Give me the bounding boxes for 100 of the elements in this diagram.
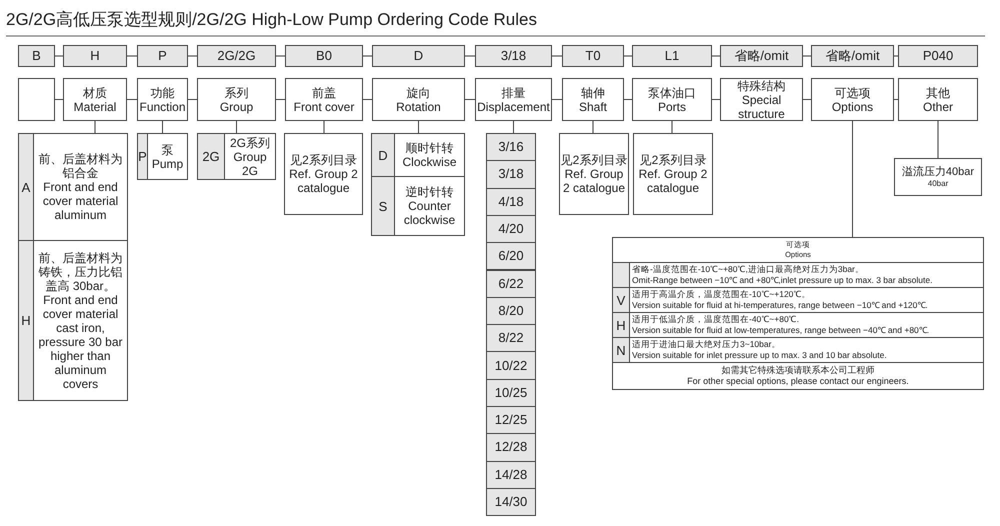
code-text: L1 xyxy=(664,49,680,63)
code-box xyxy=(562,45,624,67)
code-cell xyxy=(486,460,536,489)
label-text: Group xyxy=(220,100,254,114)
description-text: Omit-Range between −10℃ and +80℃,inlet pressure up to max. 3 bar absolute. xyxy=(632,275,932,286)
connector-line xyxy=(513,120,514,134)
code-text: 10/25 xyxy=(494,386,528,400)
description-text: 顺时针转 xyxy=(406,141,454,155)
code-cell xyxy=(486,242,536,270)
code-cell xyxy=(486,214,536,244)
code-cell xyxy=(486,133,536,162)
label-text: Shaft xyxy=(578,100,608,114)
category-box xyxy=(475,78,552,121)
connector-line xyxy=(624,99,632,100)
code-text: H xyxy=(90,49,100,63)
connector-line xyxy=(162,120,163,134)
code-text: P040 xyxy=(922,49,954,63)
option-row xyxy=(613,262,983,287)
label-text: Ports xyxy=(658,100,686,114)
label-text: Ref. Group 2 catalogue xyxy=(288,167,359,195)
code-letter: D xyxy=(372,134,395,176)
label-text: Ref. Group 2 catalogue xyxy=(562,167,626,195)
label-text: 旋向 xyxy=(406,86,430,100)
code-text: 6/22 xyxy=(498,276,524,291)
blank-box xyxy=(18,78,55,121)
option-box xyxy=(284,133,363,215)
description-text: Front and end cover material aluminum xyxy=(42,180,120,222)
title-text: 2G/2G高低压泵选型规则/2G/2G High-Low Pump Ordering Code Rules xyxy=(6,9,537,31)
description-text: 逆时针转 xyxy=(406,185,454,199)
code-text: D xyxy=(414,49,424,63)
category-box xyxy=(632,78,712,121)
code-box xyxy=(475,45,552,67)
description-text: Version suitable for fluid at hi-temperatures, range between −10℃ and +120℃. xyxy=(632,300,928,311)
option-row xyxy=(613,337,983,362)
category-box xyxy=(562,78,624,121)
description-text: Group 2G xyxy=(232,150,268,178)
connector-line xyxy=(188,99,198,100)
code-letter: V xyxy=(613,288,630,312)
label-text: Material xyxy=(74,100,116,114)
code-text: T0 xyxy=(585,49,601,63)
description-text: Pump xyxy=(152,156,184,170)
code-text: 14/28 xyxy=(494,468,528,482)
code-box xyxy=(811,45,894,67)
category-box xyxy=(63,78,127,121)
code-letter: H xyxy=(19,241,34,400)
code-box xyxy=(137,45,188,67)
code-cell xyxy=(486,160,536,189)
code-box xyxy=(720,45,803,67)
note-text: For other special options, please contact our engineers. xyxy=(687,376,909,387)
connector-line xyxy=(552,99,562,100)
option-box xyxy=(633,133,713,215)
label-text: 见2系列目录 xyxy=(640,153,706,167)
code-box xyxy=(632,45,712,67)
connector-line xyxy=(852,120,853,238)
code-cell xyxy=(486,188,536,216)
category-box xyxy=(811,78,894,121)
code-box xyxy=(285,45,363,67)
note-text: 如需其它特殊选项请联系本公司工程师 xyxy=(722,365,874,376)
description-text: 省略-温度范围在-10℃~+80℃,进油口最高绝对压力为3bar。 xyxy=(632,264,864,275)
option-row xyxy=(371,133,465,177)
label-text: 轴伸 xyxy=(581,86,605,100)
code-letter: N xyxy=(613,338,630,362)
label-text: 功能 xyxy=(150,86,174,100)
option-row xyxy=(137,133,188,180)
code-box xyxy=(63,45,127,67)
code-text: 12/25 xyxy=(494,413,528,428)
code-cell xyxy=(486,433,536,462)
connector-line xyxy=(464,99,476,100)
label-text: Options xyxy=(832,100,874,114)
label-text: Rotation xyxy=(396,100,441,114)
label-text: 泵体油口 xyxy=(648,86,696,100)
label-text: 可选项 xyxy=(834,86,870,100)
description-text: 前、后盖材料为铸铁，压力比铝盖高 30bar。 xyxy=(38,250,124,292)
code-box xyxy=(197,45,276,67)
code-text: P xyxy=(158,49,167,63)
label-text: 见2系列目录 xyxy=(290,153,357,167)
code-text: 4/18 xyxy=(498,194,524,209)
code-box xyxy=(898,45,978,67)
label-text: 其他 xyxy=(926,86,950,100)
code-text: 8/20 xyxy=(498,304,524,318)
category-box xyxy=(720,78,803,121)
description-text: 适用于进油口最大绝对压力3~10bar。 xyxy=(632,339,780,350)
category-box xyxy=(137,78,188,121)
code-text: 4/20 xyxy=(498,222,524,236)
description-text: Version suitable for inlet pressure up to max. 3 and 10 bar absolute. xyxy=(632,350,887,361)
connector-line xyxy=(94,120,96,134)
label-text: 系列 xyxy=(224,86,248,100)
code-text: 省略/omit xyxy=(825,49,880,63)
code-cell xyxy=(486,270,536,298)
code-box xyxy=(18,45,55,67)
code-text: B0 xyxy=(316,49,332,63)
code-cell xyxy=(486,351,536,380)
option-row xyxy=(18,240,128,401)
code-text: 3/16 xyxy=(498,140,524,154)
description-text: Clockwise xyxy=(402,155,456,169)
code-text: 14/30 xyxy=(494,495,528,510)
code-cell xyxy=(486,296,536,326)
category-box xyxy=(197,78,276,121)
option-box xyxy=(894,158,982,196)
label-text: 40bar xyxy=(928,179,948,189)
